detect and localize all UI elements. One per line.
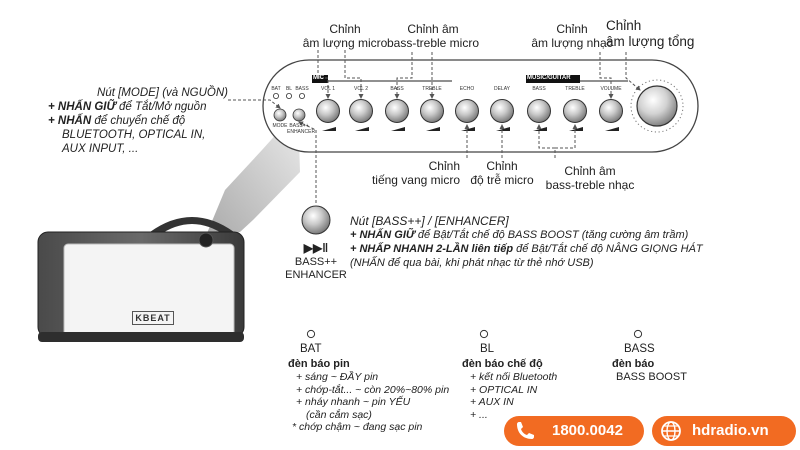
knob-label-music-bass: BASS: [532, 86, 546, 92]
website-pill[interactable]: hdradio.vn: [652, 416, 796, 446]
phone-pill[interactable]: 1800.0042: [504, 416, 644, 446]
music-section-label: MUSIC/GUITAR: [527, 75, 571, 81]
knob-label-mic-treble: TREBLE: [422, 86, 442, 92]
legend-bass: BASS đèn báo BASS BOOST: [612, 343, 687, 383]
mic-section-label: MIC: [313, 75, 324, 81]
knob-label-delay: DELAY: [493, 86, 511, 92]
knob-mic-vol2[interactable]: [349, 99, 373, 123]
leader-lines: [228, 50, 641, 203]
enhancer-button-large[interactable]: [301, 205, 331, 235]
enhancer-symbol: ▶▶‖: [303, 241, 329, 255]
legend-bat: BAT đèn báo pin + sáng ~ ĐẦY pin + chớp-…: [288, 343, 450, 433]
knob-echo[interactable]: [455, 99, 479, 123]
led-label-bass: BASS: [295, 86, 309, 92]
knob-label-music-volume: VOLUME: [600, 86, 622, 92]
knob-music-treble[interactable]: [563, 99, 587, 123]
knob-label-echo: ECHO: [459, 86, 475, 92]
enhancer-label-small: BASS++ ENHANCER: [287, 123, 316, 135]
speaker-illustration: [37, 217, 245, 342]
knob-label-vol2: VOL 2: [354, 86, 368, 92]
bl-led: [479, 329, 489, 339]
master-volume-knob[interactable]: [630, 79, 684, 133]
led-label-bl: BL: [285, 86, 293, 92]
control-panel: [262, 59, 699, 153]
bat-led: [306, 329, 316, 339]
knob-music-bass[interactable]: [527, 99, 551, 123]
knob-music-volume[interactable]: [599, 99, 623, 123]
mode-button[interactable]: [273, 108, 287, 122]
enhancer-caption: BASS++ENHANCER: [285, 256, 347, 281]
knob-label-vol1: VOL 1: [321, 86, 335, 92]
knob-label-music-treble: TREBLE: [565, 86, 585, 92]
knob-label-mic-bass: BASS: [390, 86, 404, 92]
panel-leds: [272, 93, 305, 100]
knob-mic-bass[interactable]: [385, 99, 409, 123]
led-label-bat: BAT: [271, 86, 281, 92]
knob-delay[interactable]: [490, 99, 514, 123]
mic-section-tag: [312, 75, 328, 83]
zoom-funnel: [205, 110, 300, 238]
enhancer-note: Nút [BASS++] / [ENHANCER] + NHẤN GIỮ để …: [350, 214, 703, 269]
music-section-tag: [526, 75, 580, 83]
knob-mic-treble[interactable]: [420, 99, 444, 123]
contact-bar: 1800.0042 hdradio.vn: [500, 412, 800, 450]
legend-bl: BL đèn báo chế độ + kết nối Bluetooth + …: [462, 343, 558, 421]
phone-icon: [517, 422, 534, 439]
mode-label: MODE: [272, 123, 288, 129]
speaker-logo: KBEAT: [132, 311, 174, 325]
bass-led: [633, 329, 643, 339]
enhancer-button[interactable]: [292, 108, 306, 122]
mode-note: Nút [MODE] (và NGUỒN) + NHẤN GIỮ để Tắt/…: [48, 87, 228, 155]
panel-knobs: [316, 99, 623, 123]
phone-number: 1800.0042: [552, 422, 623, 439]
level-wedges: [322, 127, 619, 131]
knob-mic-vol1[interactable]: [316, 99, 340, 123]
globe-icon: [661, 421, 681, 441]
website-url: hdradio.vn: [692, 422, 769, 439]
